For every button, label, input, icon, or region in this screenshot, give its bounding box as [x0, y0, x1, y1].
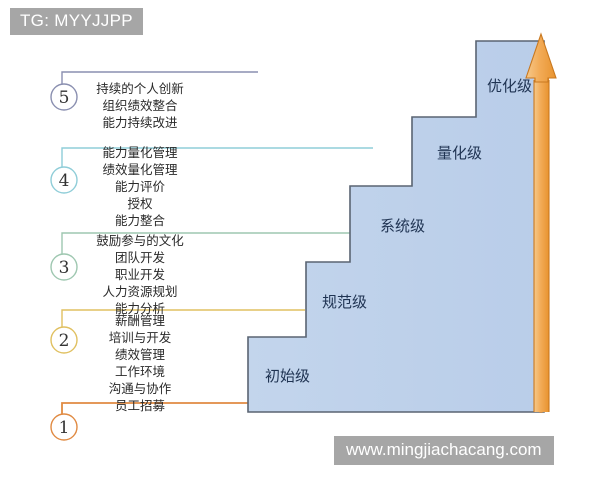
step-label-1: 初始级 — [265, 367, 310, 385]
practice-item: 工作环境 — [115, 364, 165, 379]
step-label-3: 系统级 — [380, 217, 425, 235]
practice-item: 绩效量化管理 — [102, 162, 178, 177]
level-number-1: 1 — [59, 418, 70, 438]
practice-item: 薪酬管理 — [115, 313, 166, 328]
level-number-2: 2 — [59, 331, 70, 351]
practice-item: 能力评价 — [115, 179, 166, 194]
practice-item: 能力量化管理 — [102, 145, 178, 160]
site-watermark: www.mingjiachacang.com — [334, 436, 554, 465]
practice-item: 培训与开发 — [109, 330, 172, 345]
level-number-4: 4 — [59, 171, 70, 191]
practice-list-2: 薪酬管理 培训与开发 绩效管理 工作环境 沟通与协作 员工招募 — [109, 313, 172, 413]
level-marker-5: 5 — [50, 83, 78, 111]
level-marker-2: 2 — [50, 326, 78, 354]
step-label-4: 量化级 — [437, 144, 482, 162]
level-number-5: 5 — [59, 88, 70, 108]
practice-item: 团队开发 — [115, 250, 166, 265]
practice-item: 绩效管理 — [115, 347, 166, 362]
practice-item: 鼓励参与的文化 — [96, 233, 184, 248]
practice-list-3: 鼓励参与的文化 团队开发 职业开发 人力资源规划 能力分析 — [96, 233, 184, 316]
practice-item: 组织绩效整合 — [102, 98, 178, 113]
step-label-2: 规范级 — [322, 293, 367, 311]
practice-list-4: 能力量化管理 绩效量化管理 能力评价 授权 能力整合 — [102, 145, 178, 228]
practice-item: 能力分析 — [115, 301, 165, 316]
practice-item: 能力持续改进 — [102, 115, 178, 130]
level-marker-3: 3 — [50, 253, 78, 281]
level-marker-1: 1 — [50, 413, 78, 441]
practice-item: 职业开发 — [115, 267, 166, 282]
level-number-3: 3 — [59, 258, 70, 278]
upward-growth-arrow — [525, 32, 557, 413]
tg-tag-badge: TG: MYYJJPP — [10, 8, 143, 35]
practice-item: 人力资源规划 — [102, 284, 177, 299]
level-marker-4: 4 — [50, 166, 78, 194]
practice-item: 持续的个人创新 — [96, 81, 184, 96]
practice-item: 员工招募 — [115, 398, 166, 413]
connector-line-2 — [61, 309, 305, 339]
practice-item: 能力整合 — [115, 213, 166, 228]
practice-list-5: 持续的个人创新 组织绩效整合 能力持续改进 — [96, 81, 184, 130]
step-label-5: 优化级 — [487, 77, 532, 95]
practice-item: 授权 — [127, 196, 153, 211]
practice-item: 沟通与协作 — [109, 381, 172, 396]
